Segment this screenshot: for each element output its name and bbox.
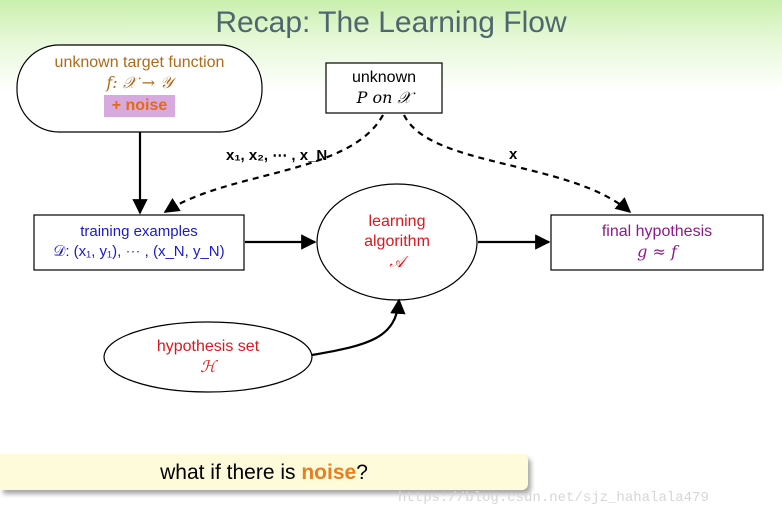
question-bar: what if there is noise? — [0, 454, 528, 490]
target-function-formula: f: 𝒳 → 𝒴 — [106, 73, 173, 92]
dashed-arrow-to-training — [163, 114, 384, 213]
watermark: https://blog.csdn.net/sjz_hahalala479 — [398, 490, 709, 506]
final-hypothesis-box — [550, 214, 764, 271]
question-before: what if there is — [160, 461, 302, 484]
question-after: ? — [356, 461, 368, 484]
edge-label-x: x — [509, 146, 518, 163]
learning-algorithm-label: learning algorithm 𝒜 — [317, 212, 477, 272]
target-function-line1: unknown target function — [54, 54, 225, 71]
distribution-label: unknown P on 𝒳 — [326, 68, 442, 108]
hypothesis-set-label: hypothesis set ℋ — [104, 337, 312, 377]
final-hypothesis-label: final hypothesis g ≈ f — [551, 222, 763, 262]
hypothesis-set-symbol: ℋ — [200, 357, 216, 376]
distribution-line1: unknown — [351, 69, 417, 86]
learning-algorithm-symbol: 𝒜 — [389, 252, 405, 271]
training-examples-line1: training examples — [80, 223, 198, 240]
training-examples-label: training examples 𝒟: (x₁, y₁), ⋯ , (x_N,… — [34, 222, 244, 262]
hypothesis-set-line1: hypothesis set — [156, 338, 260, 355]
training-examples-box — [33, 214, 245, 271]
question-noise-highlight: noise — [301, 461, 357, 484]
distribution-line2: P on 𝒳 — [356, 88, 412, 107]
learning-algorithm-line1: learning — [368, 213, 426, 230]
distribution-box — [325, 62, 443, 114]
learning-algorithm-line2: algorithm — [364, 233, 430, 250]
hypothesis-set-ellipse — [103, 321, 313, 393]
slide-title: Recap: The Learning Flow — [215, 6, 567, 39]
question-text: what if there is noise? — [0, 454, 528, 490]
target-function-label: unknown target function f: 𝒳 → 𝒴 + noise — [17, 53, 262, 117]
edge-label-inputs: x₁, x₂, ⋯ , x_N — [226, 147, 328, 164]
noise-tag: + noise — [103, 95, 176, 117]
training-examples-line2: 𝒟: (x₁, y₁), ⋯ , (x_N, y_N) — [53, 243, 225, 260]
dashed-arrow-to-final — [403, 114, 632, 214]
arrow-hypothesis-set-to-algorithm — [311, 298, 406, 357]
final-hypothesis-line2: g ≈ f — [637, 242, 677, 261]
final-hypothesis-line1: final hypothesis — [601, 223, 713, 240]
